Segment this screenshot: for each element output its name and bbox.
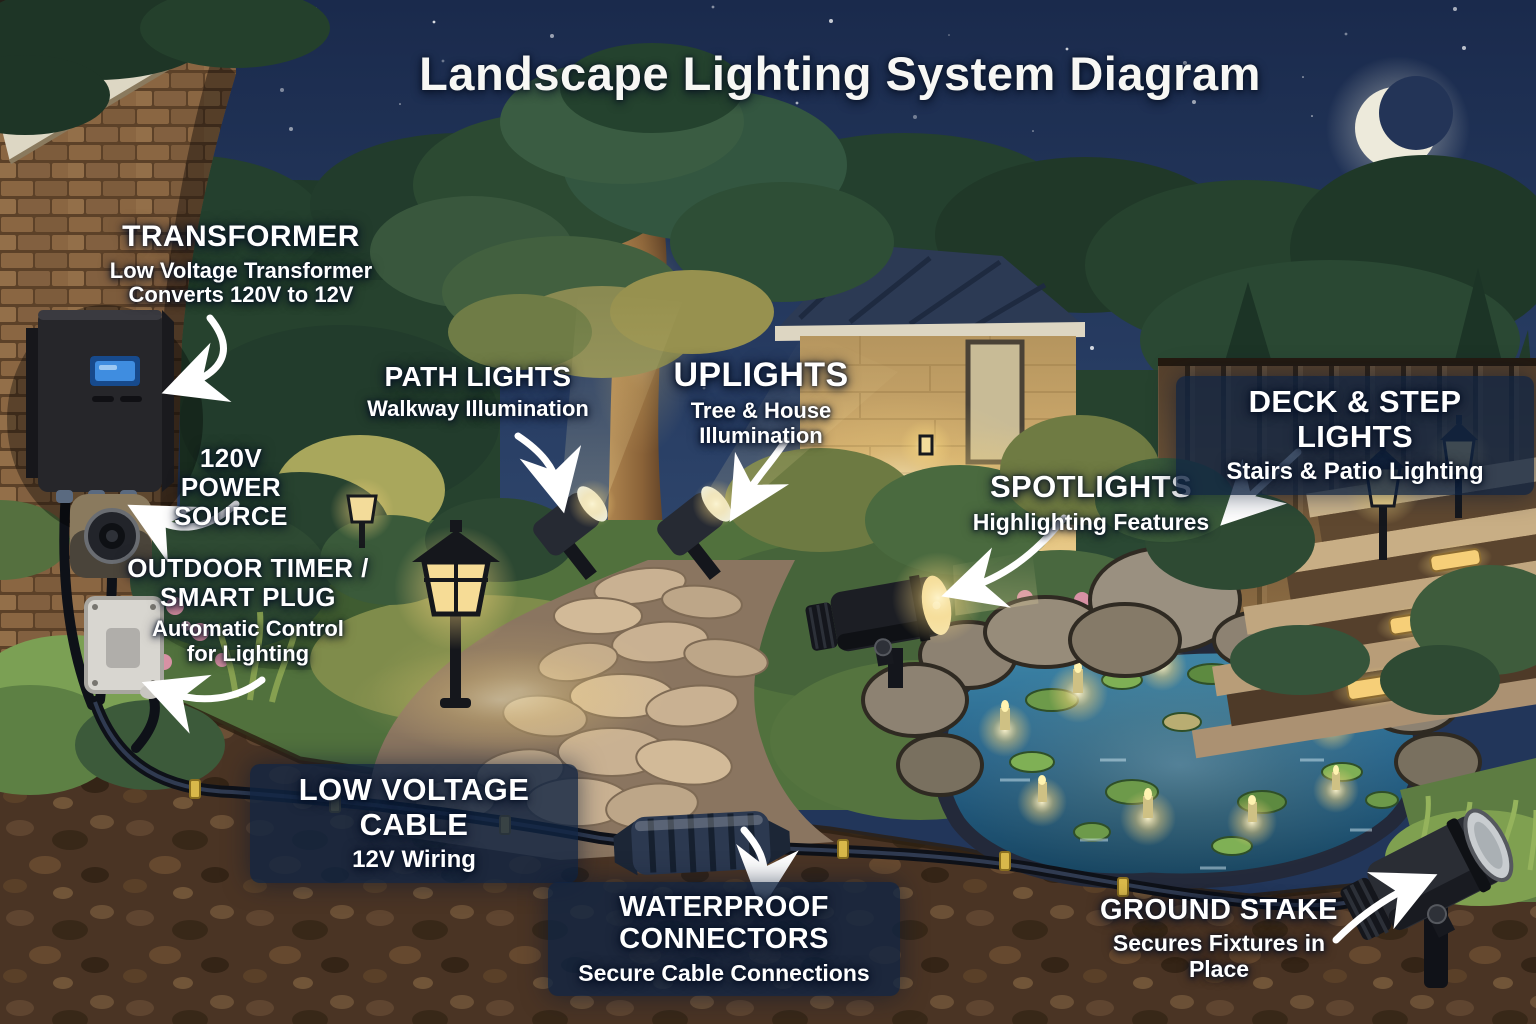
page-title: Landscape Lighting System Diagram [419,47,1261,100]
wall-sconce [900,420,952,472]
transformer-label-desc: Low Voltage Transformer Converts 120V to… [109,257,373,308]
small-garden-lamp [330,478,394,548]
arrow-timer [141,674,266,734]
ground-stake-label-desc: Secures Fixtures in Place [1112,930,1326,983]
transformer-label-title: TRANSFORMER [122,220,360,253]
waterproof-connectors-label: WATERPROOF CONNECTORS Secure Cable Conne… [548,882,900,996]
deck-step-lights-label-desc: Stairs & Patio Lighting [1226,458,1484,486]
arrow-ground-stake [1332,872,1438,944]
arrow-spotlights [941,514,1068,608]
low-voltage-cable-label-title: LOW VOLTAGE CABLE [298,772,530,842]
transformer-label: TRANSFORMER Low Voltage Transformer Conv… [85,220,397,308]
timer-device [84,596,164,699]
spotlights-label-title: SPOTLIGHTS [989,469,1193,504]
power-source-label: 120V POWER SOURCE [146,443,316,532]
arrow-path-lights [514,432,582,514]
arrow-transformer [161,314,232,403]
deck-step-lights-label: DECK & STEP LIGHTS Stairs & Patio Lighti… [1176,376,1534,496]
uplights-label-desc: Tree & House Illumination [690,398,832,448]
spotlights-label-desc: Highlighting Features [972,508,1210,535]
outdoor-timer-label-title: OUTDOOR TIMER / SMART PLUG [127,553,369,613]
power-source-label-title: 120V POWER SOURCE [174,443,288,532]
path-lights-label: PATH LIGHTS Walkway Illumination [356,361,600,422]
arrow-power-source [127,500,240,563]
waterproof-connectors-label-desc: Secure Cable Connections [578,959,870,986]
low-voltage-cable-label: LOW VOLTAGE CABLE 12V Wiring [250,764,578,884]
annotation-arrows [127,314,1438,944]
path-lights-label-desc: Walkway Illumination [367,396,589,422]
waterproof-connectors-label-title: WATERPROOF CONNECTORS [619,891,829,956]
outdoor-timer-label-desc: Automatic Control for Lighting [152,616,344,666]
arrow-waterproof [736,826,799,910]
spotlights-label: SPOTLIGHTS Highlighting Features [966,469,1216,535]
path-lights-label-title: PATH LIGHTS [384,361,572,392]
ground-stake-label: GROUND STAKE Secures Fixtures in Place [1088,894,1350,983]
deck-step-lights-label-title: DECK & STEP LIGHTS [1248,384,1462,454]
uplights-label: UPLIGHTS Tree & House Illumination [636,356,886,448]
path-light-fixture [330,478,650,752]
low-voltage-cable-label-desc: 12V Wiring [352,846,476,874]
outdoor-timer-label: OUTDOOR TIMER / SMART PLUG Automatic Con… [126,553,370,666]
uplights-label-title: UPLIGHTS [673,356,849,394]
ground-stake-label-title: GROUND STAKE [1100,894,1338,926]
transformer-device [7,305,203,535]
arrow-uplights [729,436,790,523]
